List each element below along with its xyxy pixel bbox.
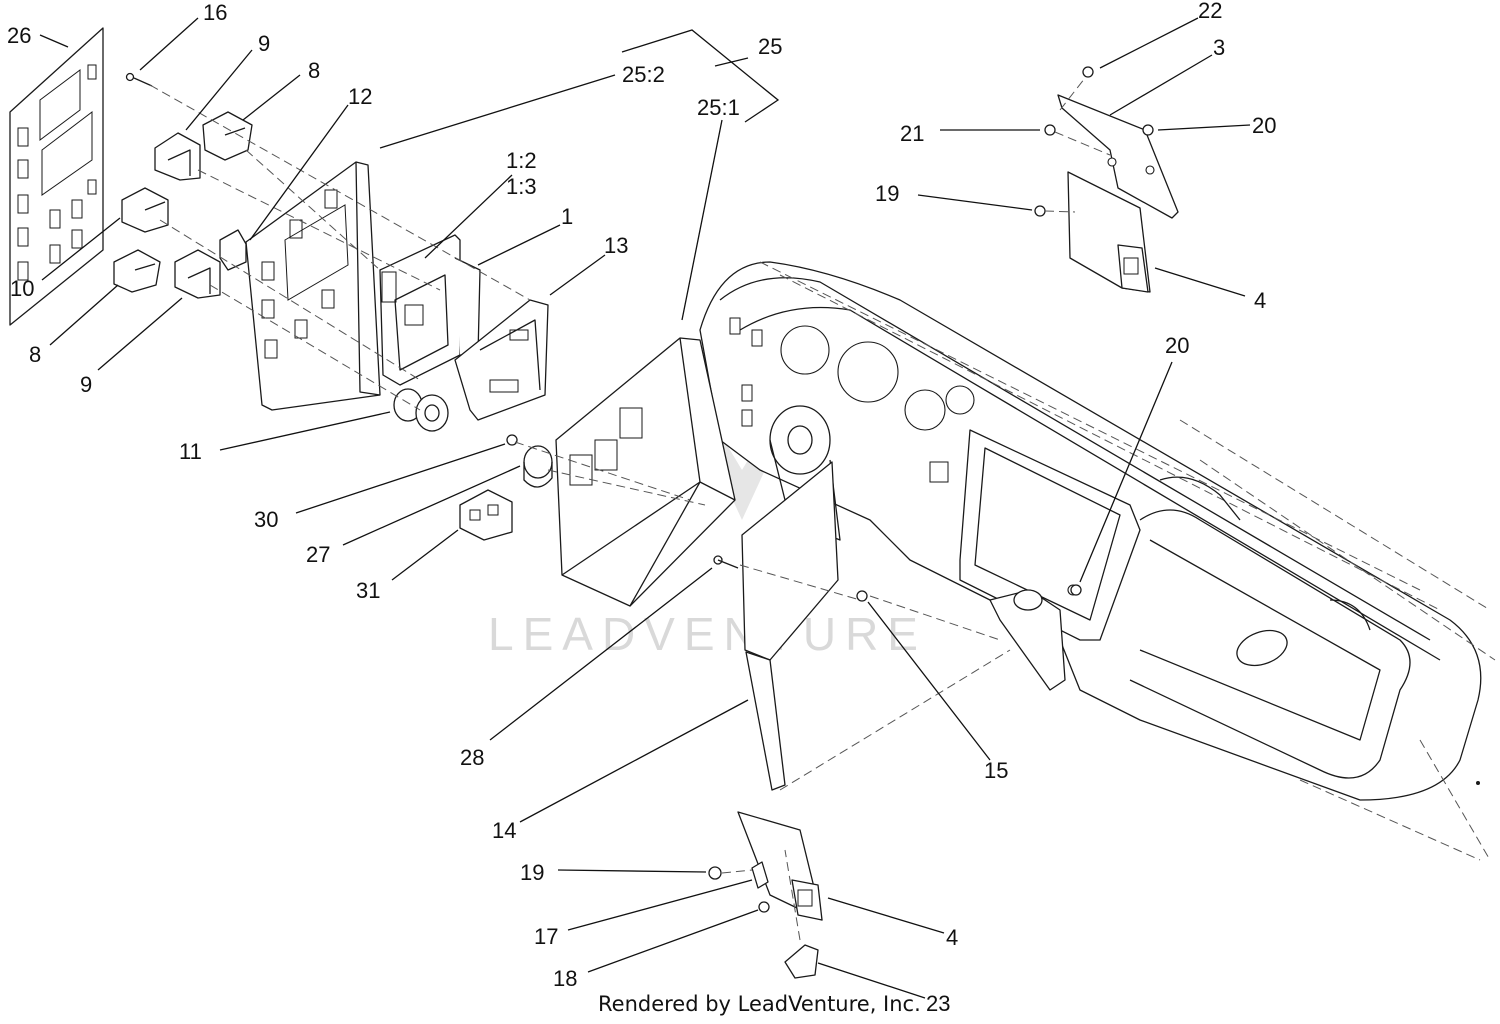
- part-4-latch-bracket-lower: [737, 811, 823, 921]
- part-1-fuse-box: [379, 234, 481, 386]
- part-27-holder: [523, 445, 553, 488]
- callout-1-3: 1:3: [506, 174, 537, 199]
- callout-25-2: 25:2: [622, 62, 665, 87]
- callout-10: 10: [10, 276, 34, 301]
- part-8-switch-lower: [113, 249, 161, 293]
- assembly-lines: [149, 77, 1111, 941]
- callout-17: 17: [534, 924, 558, 949]
- part-19-bolt-upper: [1034, 205, 1046, 217]
- callout-19-upper: 19: [875, 181, 899, 206]
- callout-1: 1: [561, 204, 573, 229]
- callout-9-upper: 9: [258, 31, 270, 56]
- part-15-nut: [856, 590, 868, 602]
- callout-25-1: 25:1: [697, 95, 740, 120]
- callout-21: 21: [900, 121, 924, 146]
- callout-25: 25: [758, 34, 782, 59]
- part-18-clip: [758, 901, 770, 913]
- part-19-bolt-lower: [708, 866, 722, 880]
- part-9-switch-lower: [174, 249, 221, 299]
- callout-15: 15: [984, 758, 1008, 783]
- callout-12: 12: [348, 84, 372, 109]
- part-25-1-enclosure: [555, 337, 736, 607]
- part-17-pin: [751, 861, 769, 889]
- callout-8-lower: 8: [29, 342, 41, 367]
- callout-8-upper: 8: [308, 58, 320, 83]
- callout-11: 11: [179, 439, 202, 464]
- part-22-nut: [1082, 66, 1094, 78]
- part-10-switch: [121, 187, 169, 233]
- callout-20-lower: 20: [1165, 333, 1189, 358]
- callout-18: 18: [553, 966, 577, 991]
- dashboard-panel: [699, 261, 1496, 861]
- callout-labels: 26 16 9 8 12 25 25:2 25:1 1:2 1:3 1 13 1…: [7, 0, 1276, 1016]
- part-9-switch-upper: [154, 132, 201, 181]
- callout-23: 23: [926, 991, 950, 1016]
- callout-27: 27: [306, 542, 330, 567]
- callout-4-upper: 4: [1254, 288, 1266, 313]
- callout-31: 31: [356, 578, 380, 603]
- watermark-text: LEADVENTURE: [488, 608, 927, 660]
- callout-30: 30: [254, 507, 278, 532]
- callout-19-lower: 19: [520, 860, 544, 885]
- callout-26: 26: [7, 23, 31, 48]
- leader-lines: [39, 17, 1251, 999]
- part-3-bracket: [1057, 94, 1179, 219]
- callout-14: 14: [492, 818, 516, 843]
- callout-20-upper: 20: [1252, 113, 1276, 138]
- part-31-relay: [459, 489, 513, 541]
- part-28-screw: [713, 555, 739, 569]
- callout-3: 3: [1213, 35, 1225, 60]
- part-25-2-switch-panel: [245, 161, 381, 411]
- part-20-nut-upper: [1142, 124, 1154, 136]
- part-16-screw: [125, 72, 153, 87]
- part-23-knob: [784, 944, 819, 979]
- callout-9-lower: 9: [80, 372, 92, 397]
- callout-16: 16: [203, 0, 227, 25]
- render-credit: Rendered by LeadVenture, Inc.: [598, 992, 921, 1016]
- callout-1-2: 1:2: [506, 148, 537, 173]
- part-20-nut-lower: [1070, 584, 1082, 596]
- part-21-bolt: [1044, 124, 1056, 136]
- callout-4-lower: 4: [946, 925, 958, 950]
- part-4-latch-bracket-upper: [1067, 171, 1151, 293]
- callout-28: 28: [460, 745, 484, 770]
- part-30-nut: [506, 434, 518, 446]
- part-11-connector: [393, 388, 449, 432]
- callout-13: 13: [604, 233, 628, 258]
- part-8-switch-upper: [202, 111, 253, 161]
- part-blank-plug: [219, 229, 247, 271]
- part-14-mounting-plate: [741, 461, 839, 791]
- callout-22: 22: [1198, 0, 1222, 23]
